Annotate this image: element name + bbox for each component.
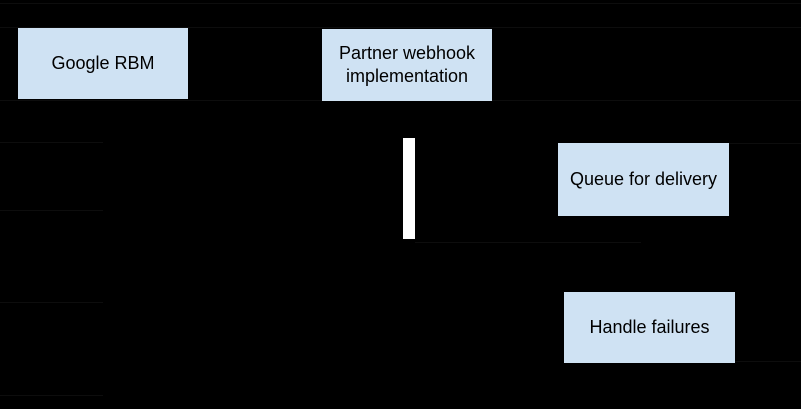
faint-line <box>0 27 801 28</box>
node-queue-for-delivery: Queue for delivery <box>558 143 729 216</box>
node-google-rbm-label: Google RBM <box>51 53 155 73</box>
faint-line <box>735 361 801 362</box>
faint-line <box>0 395 103 396</box>
faint-line <box>0 3 801 4</box>
node-handle-failures-label: Handle failures <box>589 317 710 337</box>
faint-line <box>0 142 103 143</box>
activation-bar <box>403 138 415 239</box>
faint-line <box>415 242 641 243</box>
node-google-rbm: Google RBM <box>18 28 188 99</box>
faint-line <box>0 302 103 303</box>
faint-line <box>729 143 801 144</box>
node-partner-webhook-label: Partner webhook implementation <box>338 43 476 86</box>
node-partner-webhook: Partner webhook implementation <box>322 29 492 101</box>
node-queue-for-delivery-label: Queue for delivery <box>569 169 718 189</box>
faint-line <box>0 210 103 211</box>
node-handle-failures: Handle failures <box>564 292 735 363</box>
faint-line <box>0 100 801 101</box>
